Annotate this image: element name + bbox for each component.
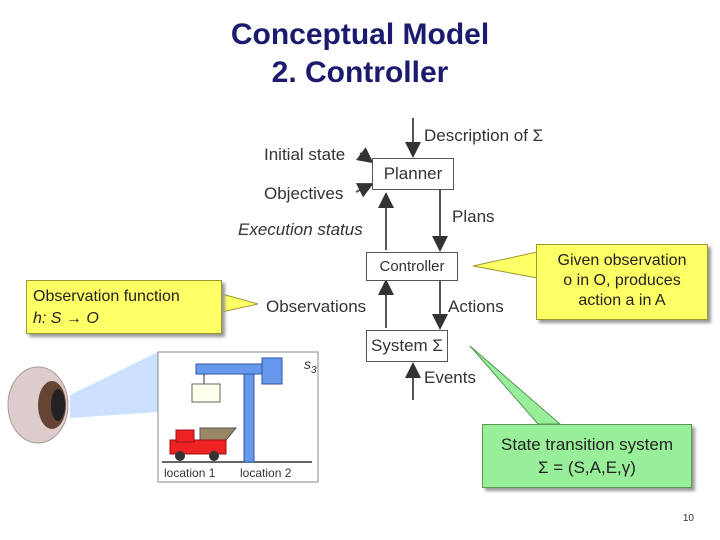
observation-callout-line-1: Observation function	[33, 288, 180, 305]
controller-callout-pointer	[472, 251, 538, 279]
system-callout-line-2: Σ = (S,A,E,γ)	[538, 458, 636, 477]
system-box: System Σ	[366, 330, 448, 362]
controller-box: Controller	[366, 252, 458, 281]
camera-beam	[70, 352, 158, 418]
observation-callout-line-2: h: S → O	[33, 310, 99, 327]
robot-wheel-1	[175, 451, 185, 461]
page-number: 10	[682, 513, 694, 524]
execution-status-label: Execution status	[238, 220, 363, 239]
robot-wheel-2	[209, 451, 219, 461]
location-1-label: location 1	[164, 466, 216, 480]
events-label: Events	[424, 368, 476, 387]
robot-cab	[175, 429, 195, 443]
planner-label: Planner	[383, 164, 443, 183]
title-line-2: 2. Controller	[271, 56, 449, 89]
initial-state-label: Initial state	[264, 145, 346, 164]
observation-callout: Observation function h: S → O	[26, 280, 222, 334]
crane-post	[243, 371, 255, 463]
container	[191, 383, 221, 403]
state-label: s3	[304, 356, 317, 376]
system-callout: State transition system Σ = (S,A,E,γ)	[482, 424, 692, 488]
actions-label: Actions	[448, 297, 504, 316]
plans-label: Plans	[452, 207, 495, 226]
system-label: System Σ	[371, 336, 443, 355]
observation-callout-pointer	[221, 293, 259, 313]
robot-cart	[169, 439, 227, 455]
title-line-1: Conceptual Model	[230, 18, 490, 51]
system-callout-pointer	[469, 345, 562, 425]
observations-label: Observations	[266, 297, 367, 316]
description-label: Description of Σ	[424, 126, 544, 145]
planner-box: Planner	[372, 158, 454, 190]
crane-block	[261, 357, 283, 385]
controller-callout-line-1: Given observation	[557, 252, 687, 269]
controller-callout: Given observation o in O, produces actio…	[536, 244, 708, 320]
camera-lens	[51, 389, 65, 421]
objectives-arrow	[355, 183, 374, 198]
initial-state-arrow	[356, 147, 374, 164]
controller-callout-line-2: o in O, produces	[563, 272, 681, 289]
controller-callout-line-3: action a in A	[578, 292, 666, 309]
controller-label: Controller	[379, 258, 445, 275]
location-2-label: location 2	[240, 466, 292, 480]
system-callout-line-1: State transition system	[501, 435, 673, 454]
objectives-label: Objectives	[264, 184, 344, 203]
